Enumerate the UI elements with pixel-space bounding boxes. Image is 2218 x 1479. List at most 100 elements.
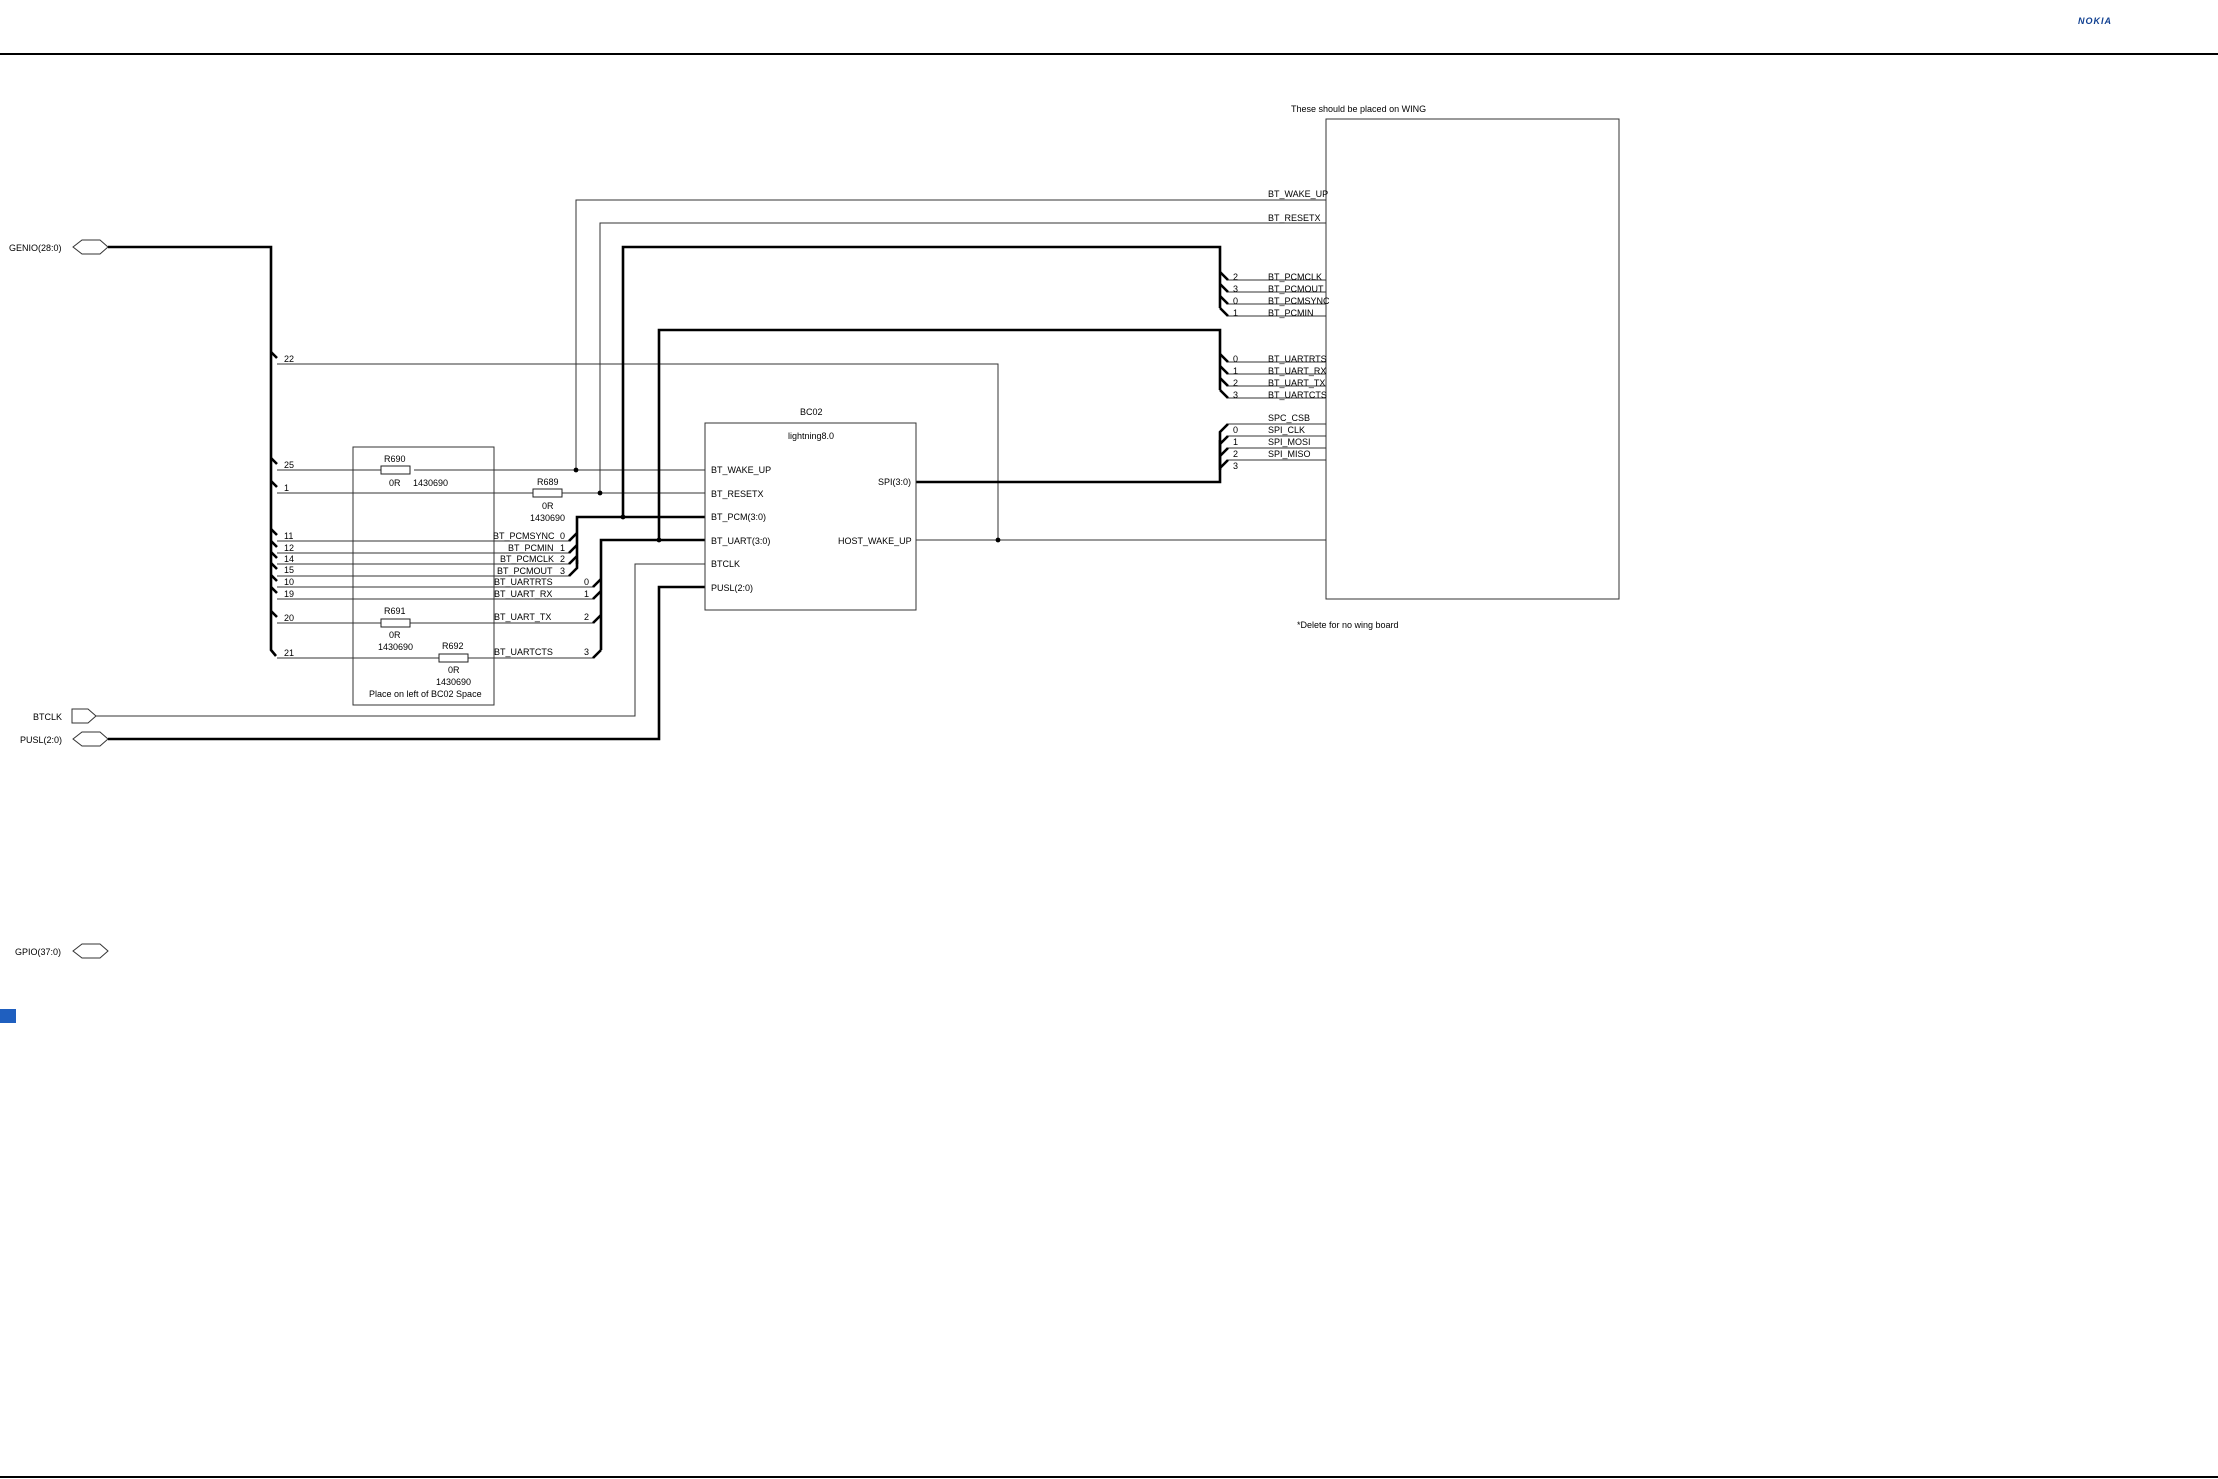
genio-tap-10: 10: [284, 577, 294, 587]
wing-spi-idx-2: 2: [1233, 449, 1238, 459]
junction-dots: [573, 467, 1001, 543]
wing-net-bt-wake-up: BT_WAKE_UP: [1268, 189, 1328, 199]
genio-tap-14: 14: [284, 554, 294, 564]
bc02-pin-bt-resetx: BT_RESETX: [711, 489, 764, 499]
wing-note-top: These should be placed on WING: [1291, 104, 1426, 114]
entry-bt-pcmout-index: 3: [560, 566, 565, 576]
resistor-block-caption: Place on left of BC02 Space: [369, 689, 482, 699]
entry-bt-pcmsync: BT_PCMSYNC: [493, 531, 555, 541]
r691-ref: R691: [384, 606, 406, 616]
resistor-r690: R690 0R 1430690: [380, 454, 448, 488]
wing-pcm-idx-3: 1: [1233, 308, 1238, 318]
bc02-pin-bt-uart: BT_UART(3:0): [711, 536, 770, 546]
r692-value: 0R: [448, 665, 460, 675]
r690-ref: R690: [384, 454, 406, 464]
page-marker-icon: [0, 1009, 16, 1023]
wing-uart-idx-2: 2: [1233, 378, 1238, 388]
r689-ref: R689: [537, 477, 559, 487]
bt-uart-local-bus: [592, 538, 705, 659]
genio-tap-1: 1: [284, 483, 289, 493]
port-btclk-label: BTCLK: [33, 712, 62, 722]
wing-uart-label-3: BT_UARTCTS: [1268, 390, 1327, 400]
r691-part: 1430690: [378, 642, 413, 652]
wing-net-bt-resetx: BT_RESETX: [1268, 213, 1321, 223]
wing-note-bottom: *Delete for no wing board: [1297, 620, 1399, 630]
r691-value: 0R: [389, 630, 401, 640]
wing-pcm-entries: [1219, 271, 1326, 317]
pusl-bus: [108, 585, 705, 741]
entry-bt-uartrts: BT_UARTRTS: [494, 577, 553, 587]
btclk-net: [96, 563, 705, 717]
bc02-pin-btclk: BTCLK: [711, 559, 740, 569]
port-genio: GENIO(28:0): [9, 239, 109, 255]
genio-tap-22: 22: [284, 354, 294, 364]
wing-spc-csb: SPC_CSB: [1268, 413, 1310, 423]
genio-tap-25: 25: [284, 460, 294, 470]
wing-pcm-idx-2: 0: [1233, 296, 1238, 306]
bc02-symbol: [704, 422, 917, 611]
genio-signal-wires: [277, 363, 999, 659]
wing-uart-entries: [1219, 353, 1326, 399]
entry-bt-pcmin-index: 1: [560, 543, 565, 553]
bt-resetx-net: [599, 222, 1326, 493]
uart-bus-to-wing: [657, 328, 1222, 540]
bc02-pin-bt-pcm: BT_PCM(3:0): [711, 512, 766, 522]
entry-bt-pcmout: BT_PCMOUT: [497, 566, 553, 576]
port-gpio-label: GPIO(37:0): [15, 947, 61, 957]
wing-uart-label-2: BT_UART_TX: [1268, 378, 1325, 388]
entry-bt-uart-rx-index: 1: [584, 589, 589, 599]
bc02-pin-bt-wake-up: BT_WAKE_UP: [711, 465, 771, 475]
bc02-pin-pusl: PUSL(2:0): [711, 583, 753, 593]
wing-uart-idx-1: 1: [1233, 366, 1238, 376]
entry-bt-uart-rx: BT_UART_RX: [494, 589, 552, 599]
wing-uart-idx-0: 0: [1233, 354, 1238, 364]
pcm-bus-to-wing: [621, 245, 1222, 517]
r689-value: 0R: [542, 501, 554, 511]
wing-pcm-label-0: BT_PCMCLK: [1268, 272, 1322, 282]
port-pusl-label: PUSL(2:0): [20, 735, 62, 745]
wing-spi-label-0: SPI_CLK: [1268, 425, 1305, 435]
entry-bt-pcmclk-index: 2: [560, 554, 565, 564]
r690-part: 1430690: [413, 478, 448, 488]
entry-bt-uart-tx-index: 2: [584, 612, 589, 622]
r692-part: 1430690: [436, 677, 471, 687]
entry-bt-uartcts: BT_UARTCTS: [494, 647, 553, 657]
genio-tap-19: 19: [284, 589, 294, 599]
genio-bus: [108, 245, 277, 657]
r690-value: 0R: [389, 478, 401, 488]
entry-bt-uart-tx: BT_UART_TX: [494, 612, 551, 622]
genio-tap-20: 20: [284, 613, 294, 623]
resistor-r691: R691 0R 1430690: [378, 606, 413, 652]
wing-spi-label-2: SPI_MISO: [1268, 449, 1311, 459]
bc02-pin-host-wake-up: HOST_WAKE_UP: [838, 536, 912, 546]
wing-pcm-label-2: BT_PCMSYNC: [1268, 296, 1330, 306]
bc02-ref: BC02: [800, 407, 823, 417]
wing-uart-label-0: BT_UARTRTS: [1268, 354, 1327, 364]
entry-bt-pcmsync-index: 0: [560, 531, 565, 541]
resistor-r689: R689 0R 1430690: [530, 477, 565, 523]
r689-part: 1430690: [530, 513, 565, 523]
spi-bus: [916, 440, 1222, 484]
genio-tap-15: 15: [284, 565, 294, 575]
bt-pcm-local-bus: [568, 515, 705, 577]
wing-spi-label-1: SPI_MOSI: [1268, 437, 1311, 447]
port-gpio: GPIO(37:0): [15, 943, 109, 959]
wing-spi-entries: [1218, 423, 1326, 470]
port-btclk: BTCLK: [33, 708, 97, 724]
bc02-pin-spi: SPI(3:0): [878, 477, 911, 487]
genio-tap-11: 11: [284, 531, 293, 541]
genio-tap-12: 12: [284, 543, 294, 553]
wing-board-box: [1325, 118, 1620, 600]
wing-pcm-idx-1: 3: [1233, 284, 1238, 294]
wing-pcm-label-3: BT_PCMIN: [1268, 308, 1314, 318]
port-genio-label: GENIO(28:0): [9, 243, 62, 253]
entry-bt-uartcts-index: 3: [584, 647, 589, 657]
wing-spi-idx-0: 0: [1233, 425, 1238, 435]
resistor-r692: R692 0R 1430690: [436, 641, 471, 687]
entry-bt-uartrts-index: 0: [584, 577, 589, 587]
bc02-name: lightning8.0: [788, 431, 834, 441]
genio-bus-entries: [270, 351, 278, 618]
wing-uart-label-1: BT_UART_RX: [1268, 366, 1326, 376]
genio-tap-21: 21: [284, 648, 294, 658]
